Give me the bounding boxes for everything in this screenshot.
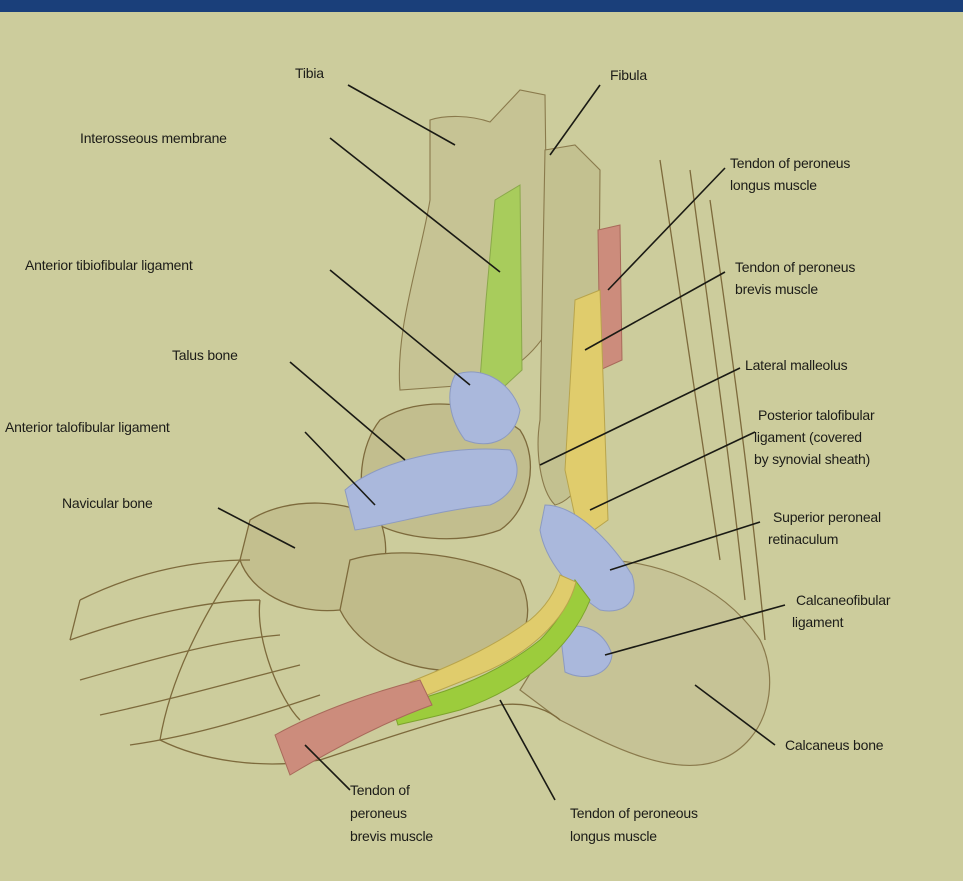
label-superior-peroneal-line2: retinaculum — [768, 531, 838, 547]
label-tendon-brevis-bottom-line1: Tendon of — [350, 782, 410, 798]
label-calcaneofibular-line1: Calcaneofibular — [796, 592, 891, 608]
ankle-illustration — [70, 90, 770, 775]
label-tendon-peroneus-longus-top-line2: longus muscle — [730, 177, 817, 193]
label-tendon-peroneus-brevis-top-line1: Tendon of peroneus — [735, 259, 855, 275]
label-posterior-talofibular-line2: ligament (covered — [754, 429, 862, 445]
label-tendon-brevis-bottom-line2: peroneus — [350, 805, 407, 821]
label-tendon-peroneus-longus-top-line1: Tendon of peroneus — [730, 155, 850, 171]
label-posterior-talofibular-line1: Posterior talofibular — [758, 407, 875, 423]
label-tendon-longus-bottom-line2: longus muscle — [570, 828, 657, 844]
label-interosseous-membrane: Interosseous membrane — [80, 130, 227, 146]
anterior-tibiofibular-ligament-shape — [450, 372, 520, 444]
label-tendon-brevis-bottom-line3: brevis muscle — [350, 828, 433, 844]
label-posterior-talofibular-line3: by synovial sheath) — [754, 451, 870, 467]
label-anterior-tibiofibular-ligament: Anterior tibiofibular ligament — [25, 257, 193, 273]
label-calcaneus-bone: Calcaneus bone — [785, 737, 884, 753]
label-navicular-bone: Navicular bone — [62, 495, 153, 511]
label-calcaneofibular-line2: ligament — [792, 614, 844, 630]
label-tendon-peroneus-brevis-top-line2: brevis muscle — [735, 281, 818, 297]
label-lateral-malleolus: Lateral malleolus — [745, 357, 848, 373]
label-talus-bone: Talus bone — [172, 347, 238, 363]
label-superior-peroneal-line1: Superior peroneal — [773, 509, 881, 525]
label-fibula: Fibula — [610, 67, 647, 83]
peroneus-brevis-insertion-shape — [275, 680, 432, 775]
label-anterior-talofibular-ligament: Anterior talofibular ligament — [5, 419, 170, 435]
label-tendon-longus-bottom-line1: Tendon of peroneous — [570, 805, 698, 821]
label-tibia: Tibia — [295, 65, 324, 81]
